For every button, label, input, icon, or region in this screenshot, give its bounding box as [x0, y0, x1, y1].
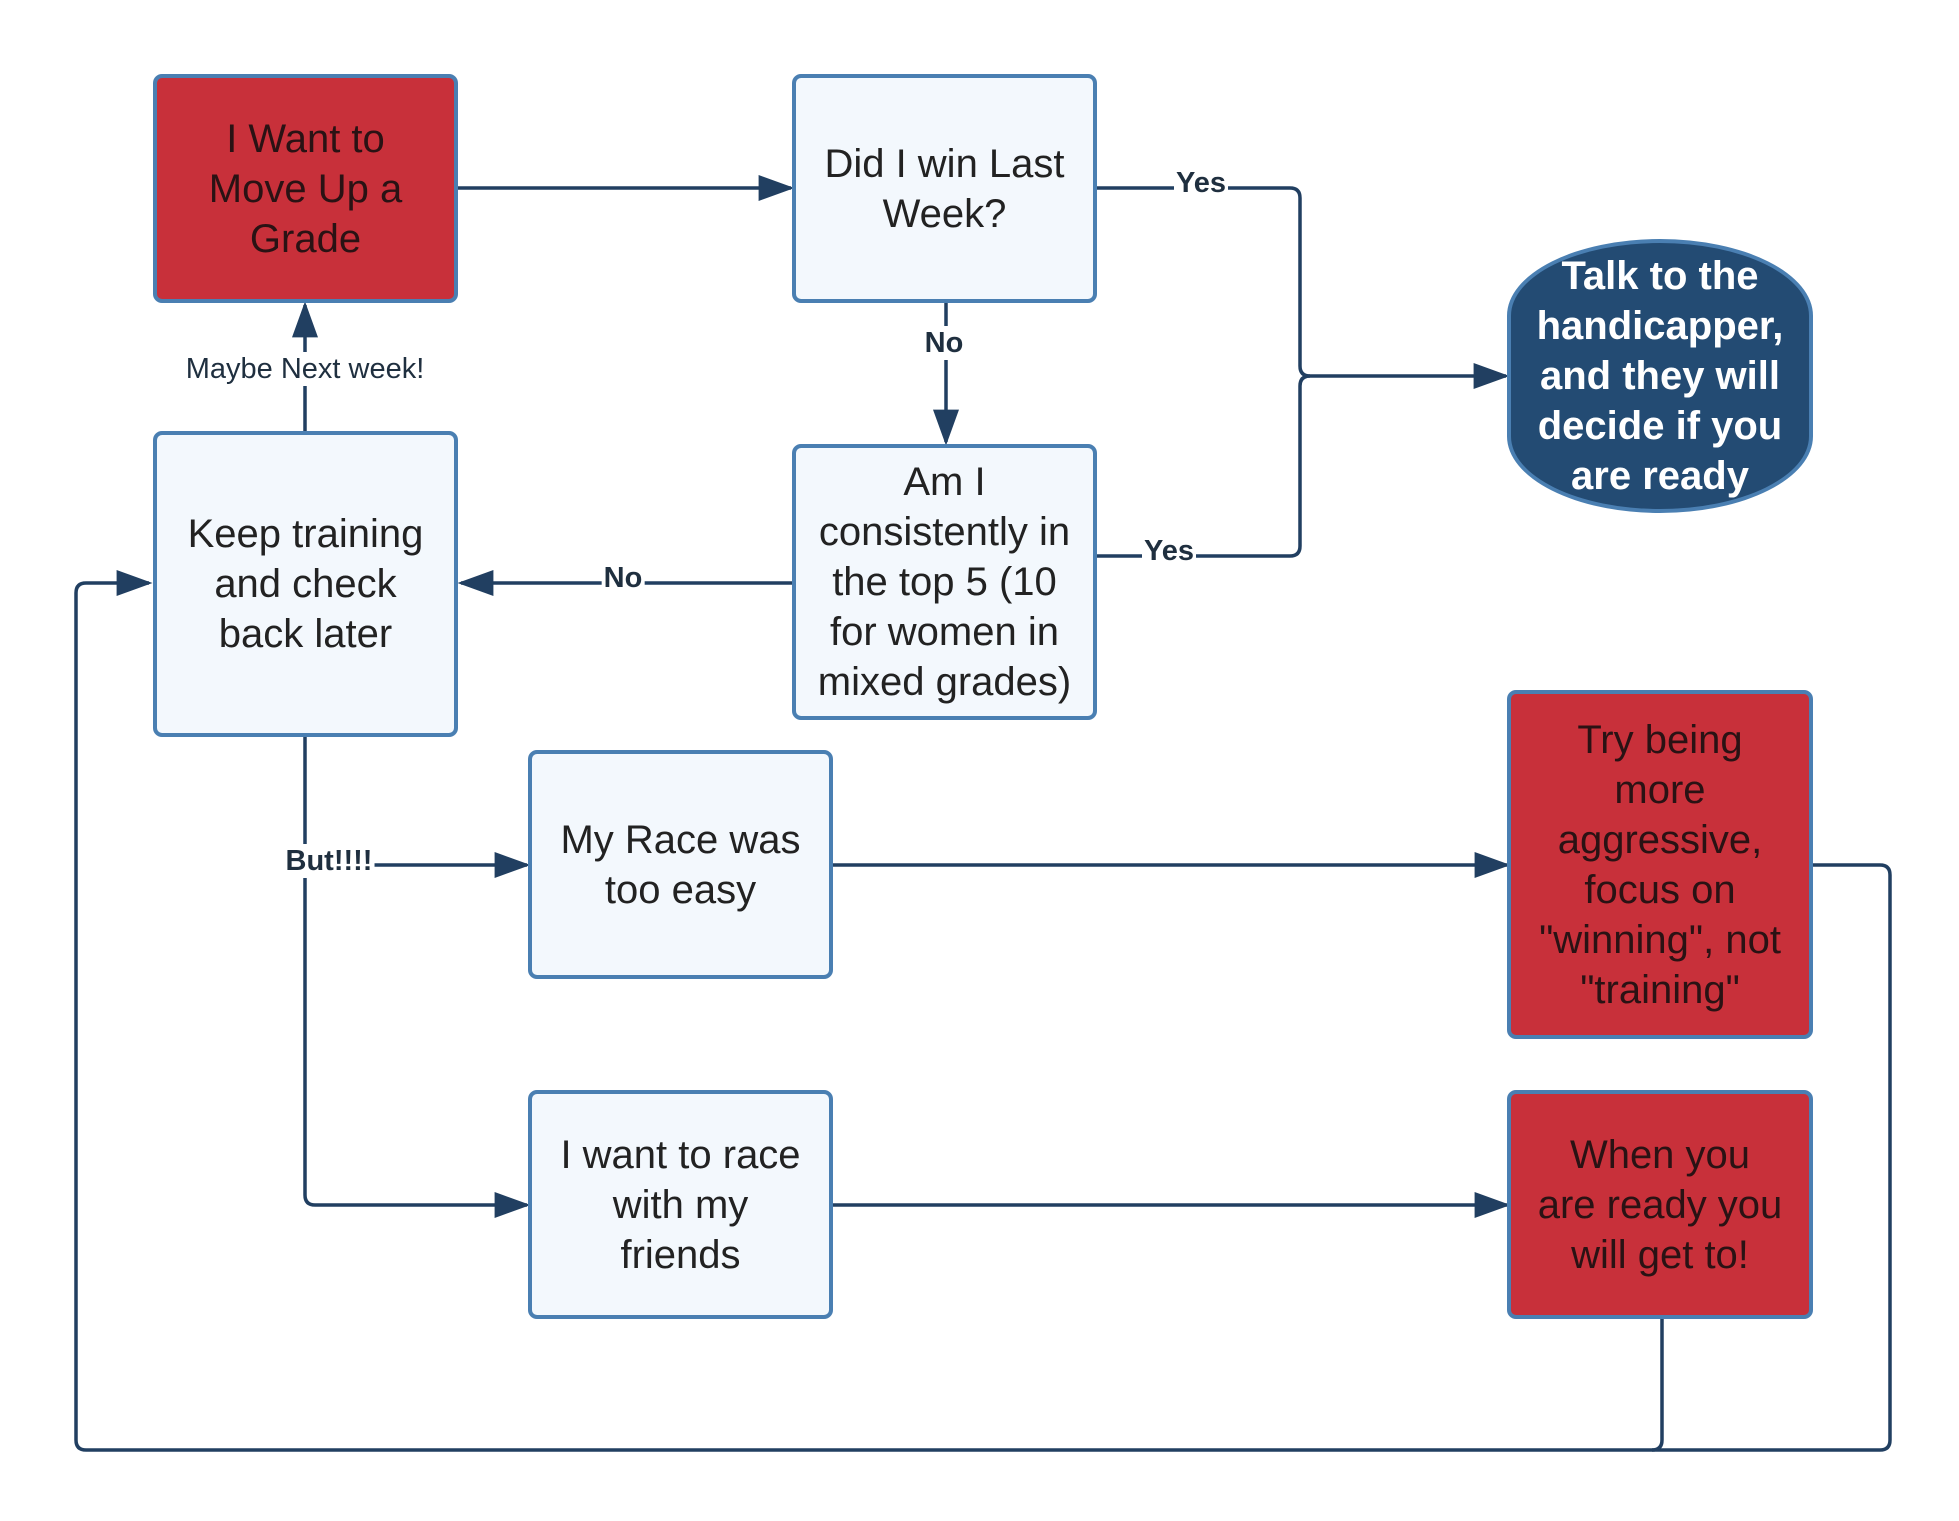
edge-label-no-win: No [922, 326, 966, 360]
node-race-with-friends: I want to race with my friends [528, 1090, 833, 1319]
node-did-i-win: Did I win Last Week? [792, 74, 1097, 303]
edge-consistent-yes-to-talk [1095, 374, 1311, 558]
node-race-too-easy: My Race was too easy [528, 750, 833, 979]
node-be-more-aggressive: Try being more aggressive, focus on "win… [1507, 690, 1813, 1039]
node-consistently-top5: Am I consistently in the top 5 (10 for w… [792, 444, 1097, 720]
edge-did-win-yes-to-talk [1095, 186, 1510, 389]
edge-label-but: But!!!! [283, 844, 375, 878]
edge-label-no-consistent: No [601, 561, 645, 595]
node-move-up-grade: I Want to Move Up a Grade [153, 74, 458, 303]
edge-label-yes-consistent: Yes [1142, 534, 1196, 568]
node-when-you-are-ready: When you are ready you will get to! [1507, 1090, 1813, 1319]
edge-keep-training-to-race-friends [303, 865, 531, 1218]
edge-label-maybe-next-week: Maybe Next week! [183, 352, 427, 386]
edge-aggressive-loop-back [74, 570, 1892, 1452]
node-talk-to-handicapper: Talk to the handicapper, and they will d… [1507, 239, 1813, 513]
node-keep-training: Keep training and check back later [153, 431, 458, 737]
edge-label-yes-win: Yes [1174, 166, 1228, 200]
edge-when-ready-loop-back [1651, 1318, 1664, 1452]
